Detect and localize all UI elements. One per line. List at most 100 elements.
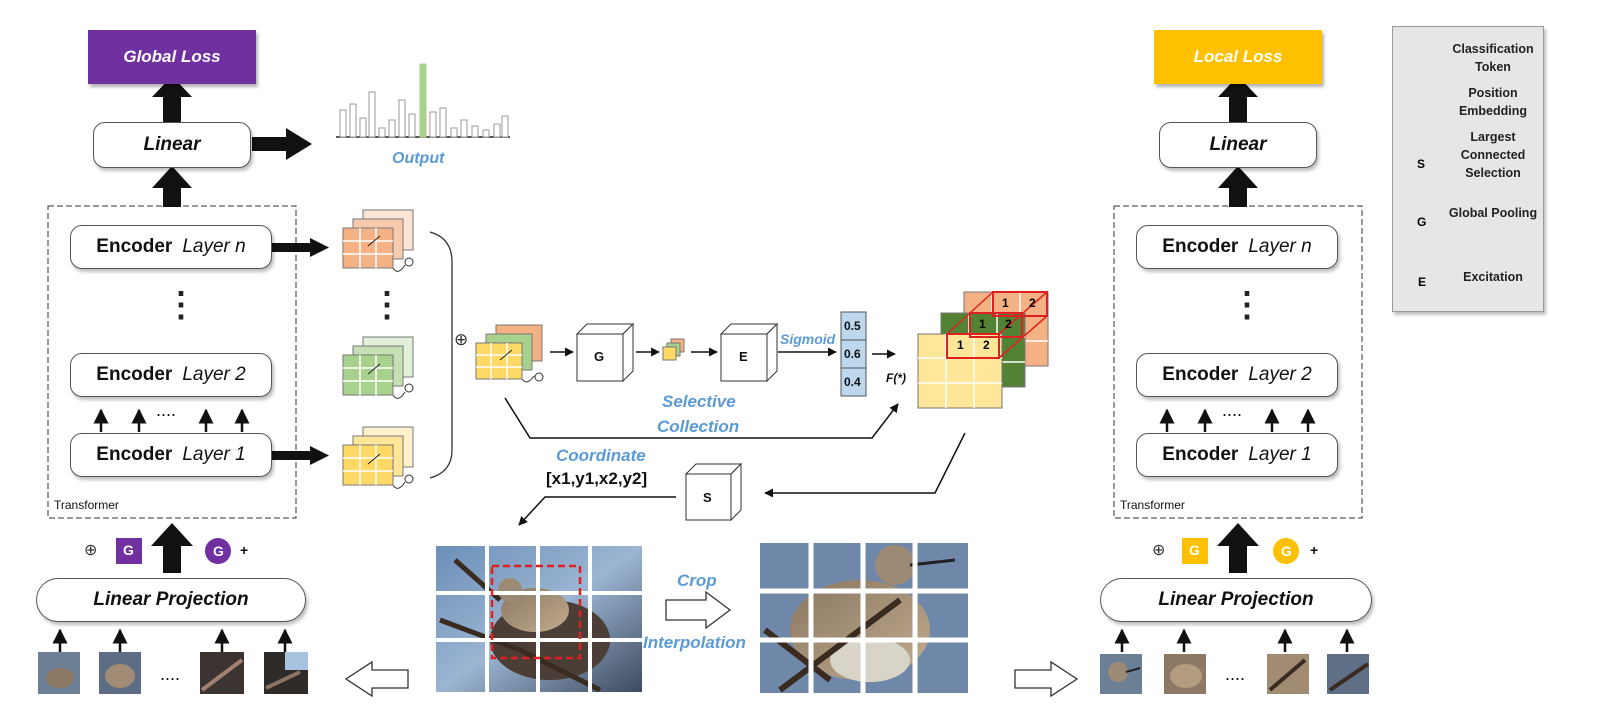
sigmoid-vector: [840, 311, 867, 397]
transformer-frame-right: [1113, 205, 1363, 519]
encoder-layer-label: Layer n: [1248, 236, 1312, 257]
encoder-word: Encoder: [1162, 364, 1239, 385]
encoder-layer-label: Layer 2: [182, 364, 246, 385]
grid-num-2-back: 2: [1029, 296, 1036, 310]
up-arrow-loss-left: [152, 76, 192, 122]
excitation-cube: [719, 322, 779, 383]
position-embedding-right: [1273, 538, 1299, 564]
transformer-label-right: Transformer: [1120, 498, 1185, 512]
squeezed-vector: [662, 338, 685, 361]
cropped-image: [760, 543, 968, 693]
encoder-layer-label: Layer n: [182, 236, 246, 257]
transformer-frame-left: [47, 205, 297, 519]
feature-stack-layer-n: [342, 209, 414, 272]
encoder-layer-label: Layer 1: [1248, 444, 1312, 465]
grid-num-2-mid: 2: [1005, 317, 1012, 331]
encoder-up-arrows-right: [1159, 408, 1316, 432]
up-arrow-projection-left: [151, 523, 193, 573]
encoder-word: Encoder: [96, 236, 173, 257]
classification-token-right: [1182, 538, 1208, 564]
encoder-layer-label: Layer 1: [182, 444, 246, 465]
encoder-layer-2-right: Encoder Layer 2: [1136, 353, 1338, 397]
selective-label: Selective: [662, 392, 736, 411]
vdots-right: ⋮: [1230, 286, 1264, 324]
output-label: Output: [392, 150, 445, 167]
vdots-features: ⋮: [370, 286, 404, 324]
encoder-dots-right: ....: [1222, 400, 1243, 420]
feature-stack-layer-1: [342, 426, 414, 489]
patch-up-arrows-right: [1114, 628, 1355, 652]
s-cube-label: S: [703, 490, 712, 505]
hollow-arrow-crop: [665, 590, 732, 630]
up-arrow-linear-left: [152, 166, 192, 207]
sigmoid-label: Sigmoid: [780, 331, 836, 347]
local-loss-box: Local Loss: [1154, 30, 1322, 84]
legend-label-classification-token: Classification Token: [1452, 42, 1534, 74]
sigmoid-value-2: 0.6: [844, 347, 861, 361]
legend-label-largest-connected-selection: Largest Connected Selection: [1460, 130, 1526, 180]
interpolation-label: Interpolation: [643, 633, 746, 652]
encoder-layer-1-right: Encoder Layer 1: [1136, 433, 1338, 477]
concat-brace: [429, 231, 453, 479]
transformer-label-left: Transformer: [54, 498, 119, 512]
selection-cube: [684, 462, 743, 522]
global-pooling-cube: [575, 322, 635, 383]
grid-num-1-mid: 1: [979, 317, 986, 331]
legend-label-excitation: Excitation: [1463, 270, 1523, 284]
linear-projection-left: Linear Projection: [36, 578, 306, 622]
input-image: [436, 546, 642, 693]
feature-stack-layer-2: [342, 336, 414, 399]
hollow-arrow-right: [1014, 660, 1079, 698]
encoder-up-arrows-left: [93, 408, 250, 432]
weighted-feature-maps: [917, 291, 1049, 409]
up-arrow-linear-right: [1218, 166, 1258, 207]
arrow-layer-n-features: [272, 238, 329, 257]
global-loss-box: Global Loss: [88, 30, 256, 84]
linear-projection-right: Linear Projection: [1100, 578, 1372, 622]
embed-g-left: G: [213, 543, 224, 559]
legend-e-glyph: E: [1418, 275, 1427, 289]
classification-token-left: [116, 538, 142, 564]
coordinate-value: [x1,y1,x2,y2]: [546, 469, 648, 488]
arrow-maps-to-s: [764, 432, 966, 498]
plus-left: +: [240, 542, 249, 558]
encoder-word: Encoder: [1162, 236, 1239, 257]
legend-label-global-pooling: Global Pooling: [1448, 206, 1538, 220]
up-arrow-loss-right: [1218, 76, 1258, 122]
selective-collection-path: [504, 397, 899, 439]
oplus-left: ⊕: [84, 542, 98, 559]
legend-panel: [1392, 26, 1544, 312]
position-embedding-left: [205, 538, 231, 564]
right-arrow-output: [252, 128, 312, 160]
vdots-left: ⋮: [164, 286, 198, 324]
encoder-layer-label: Layer 2: [1248, 364, 1312, 385]
sigmoid-value-1: 0.5: [844, 319, 861, 333]
encoder-word: Encoder: [96, 444, 173, 465]
legend-label-position-embedding: Position Embedding: [1458, 86, 1528, 118]
patches-left: [38, 652, 308, 694]
e-cube-label: E: [739, 349, 748, 364]
encoder-layer-n-right: Encoder Layer n: [1136, 225, 1338, 269]
arrow-s-to-image: [518, 496, 676, 526]
encoder-word: Encoder: [96, 364, 173, 385]
encoder-layer-n-left: Encoder Layer n: [70, 225, 272, 269]
patches-right: [1100, 654, 1370, 694]
patch-dots-left: ....: [160, 664, 181, 684]
collection-label: Collection: [657, 417, 740, 436]
hollow-arrow-left: [344, 660, 409, 698]
oplus-middle: ⊕: [454, 330, 469, 349]
encoder-layer-1-left: Encoder Layer 1: [70, 433, 272, 477]
grid-num-2-front: 2: [983, 338, 990, 352]
g-cube-label: G: [594, 349, 605, 364]
output-histogram: [336, 63, 510, 138]
linear-box-left: Linear: [93, 122, 251, 168]
legend-s-glyph: S: [1417, 157, 1426, 171]
grid-num-1-front: 1: [957, 338, 964, 352]
fused-feature-stack: [475, 324, 544, 383]
token-g-left: G: [123, 542, 134, 558]
oplus-right: ⊕: [1152, 542, 1166, 559]
encoder-dots-left: ....: [156, 400, 177, 420]
patch-dots-right: ....: [1225, 664, 1246, 684]
sigmoid-value-3: 0.4: [844, 375, 861, 389]
